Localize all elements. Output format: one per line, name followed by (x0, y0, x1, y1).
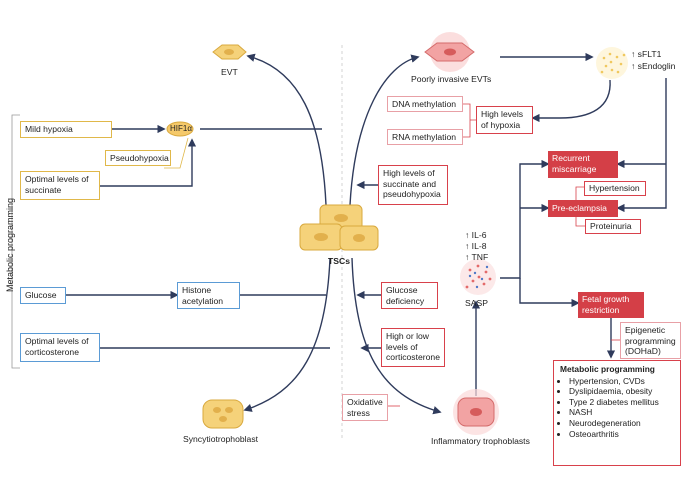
arrow-tsc-to-syncytio (243, 257, 331, 412)
metabolic-programming-outcomes: Metabolic programming Hypertension, CVDs… (553, 360, 681, 466)
evt-label: EVT (221, 67, 238, 77)
oxidative-stress-box: Oxidative stress (342, 394, 388, 421)
optimal-succinate-box: Optimal levels of succinate (20, 171, 100, 200)
arrow-sasp-to-fgr (519, 278, 580, 308)
sflt1-label: ↑ sFLT1 (631, 49, 662, 59)
connector-hypertension (575, 186, 584, 202)
list-item: Type 2 diabetes mellitus (569, 397, 674, 408)
syncytiotrophoblast-label: Syncytiotrophoblast (183, 434, 258, 444)
list-item: Osteoarthritis (569, 429, 674, 440)
recurrent-miscarriage-box: Recurrent miscarriage (548, 151, 618, 178)
arrow-succinate-to-hif (100, 138, 197, 187)
arrow-sflt-to-hypoxia (531, 79, 611, 123)
arrow-tsc-to-evt (246, 53, 327, 206)
poorly-invasive-evt-cell-icon (424, 32, 475, 72)
sendoglin-label: ↑ sEndoglin (631, 61, 676, 71)
dna-methylation-box: DNA methylation (387, 96, 463, 112)
pre-eclampsia-box: Pre-eclampsia (548, 200, 618, 217)
arrow-sendoglin-to-pe (616, 78, 667, 213)
evt-cell-icon (212, 44, 247, 60)
tsc-label: TSCs (328, 256, 350, 266)
outcomes-list: Hypertension, CVDs Dyslipidaemia, obesit… (560, 376, 674, 440)
arrow-sasp-to-miscarriage (500, 159, 550, 279)
sflt1-particle-cloud-icon (596, 47, 628, 79)
proteinuria-box: Proteinuria (585, 219, 641, 234)
side-bracket (11, 114, 20, 369)
arrow-tsc-to-inflammatory (351, 257, 442, 415)
histone-acetylation-box: Histone acetylation (177, 282, 240, 309)
glucose-deficiency-box: Glucose deficiency (381, 282, 438, 309)
outcomes-title: Metabolic programming (560, 364, 655, 374)
side-label-metabolic-programming: Metabolic programming (5, 197, 15, 292)
high-low-corticosterone-box: High or low levels of corticosterone (381, 328, 445, 367)
glucose-box: Glucose (20, 287, 66, 304)
high-hypoxia-box: High levels of hypoxia (476, 106, 533, 134)
pseudohypoxia-box: Pseudohypoxia (105, 150, 171, 166)
connector-proteinuria (575, 214, 585, 227)
list-item: NASH (569, 407, 674, 418)
hypertension-box: Hypertension (584, 181, 646, 196)
inflammatory-trophoblast-cell-icon (453, 389, 499, 435)
high-succinate-box: High levels of succinate and pseudohypox… (378, 165, 448, 205)
arrow-tsc-to-poorly-invasive (349, 54, 420, 206)
list-item: Hypertension, CVDs (569, 376, 674, 387)
sasp-label: SASP (465, 298, 488, 308)
fetal-growth-restriction-box: Fetal growth restriction (578, 292, 644, 318)
optimal-corticosterone-box: Optimal levels of corticosterone (20, 333, 100, 362)
poorly-invasive-label: Poorly invasive EVTs (411, 74, 492, 84)
list-item: Neurodegeneration (569, 418, 674, 429)
il6-label: ↑ IL-6 (465, 230, 487, 240)
epigenetic-programming-box: Epigenetic programming (DOHaD) (620, 322, 681, 359)
list-item: Dyslipidaemia, obesity (569, 386, 674, 397)
inflammatory-label: Inflammatory trophoblasts (431, 436, 530, 446)
il8-label: ↑ IL-8 (465, 241, 487, 251)
tsc-cluster-icon (299, 204, 379, 251)
rna-methylation-box: RNA methylation (387, 129, 463, 145)
tnf-label: ↑ TNF (465, 252, 489, 262)
mild-hypoxia-box: Mild hypoxia (20, 121, 112, 138)
hif-label: HIF1α (170, 124, 192, 133)
syncytiotrophoblast-cell-icon (202, 399, 244, 429)
hif-icon (166, 121, 194, 137)
connector-pseudohypoxia (164, 137, 189, 169)
sasp-particle-icon (460, 259, 496, 295)
connector-methylation (463, 103, 476, 138)
